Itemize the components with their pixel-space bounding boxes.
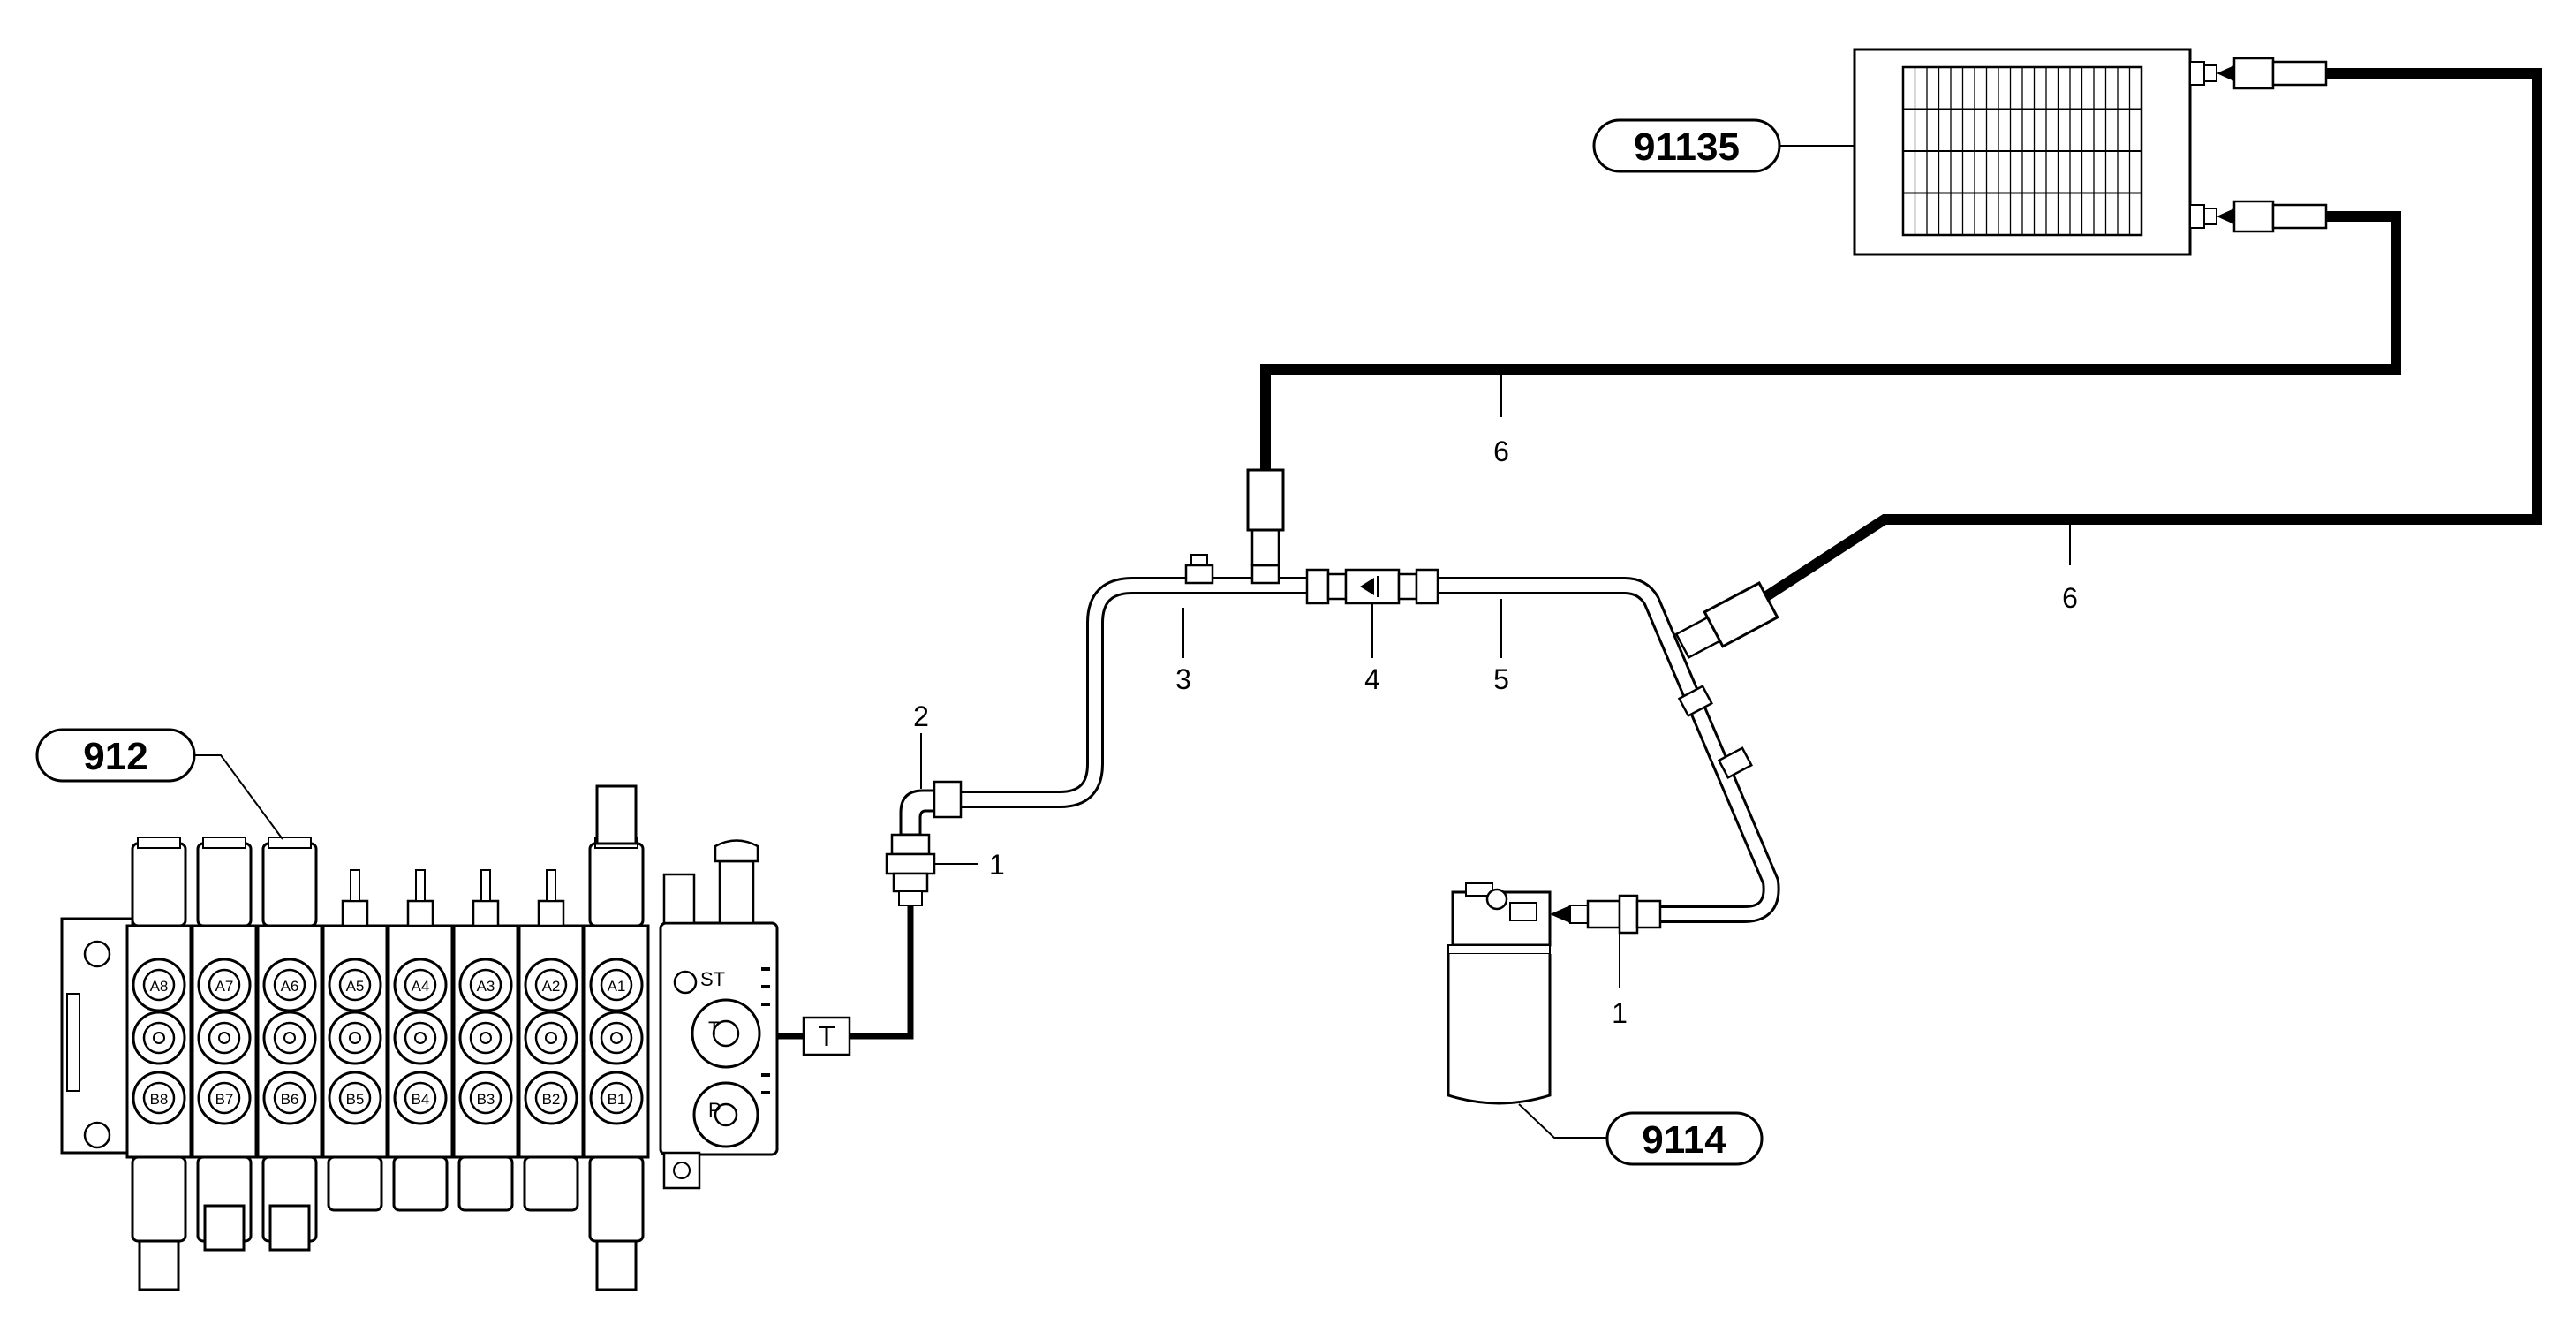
check-valve [1305, 568, 1439, 605]
port-a-label: A4 [412, 978, 430, 995]
callout-1-filter: 1 [1612, 997, 1628, 1029]
port-st-label: ST [700, 968, 725, 990]
port-a-label: A7 [215, 978, 234, 995]
steel-tube-3 [958, 577, 1329, 808]
callout-5: 5 [1493, 663, 1509, 695]
return-filter [1447, 882, 1662, 1105]
callout-2: 2 [913, 700, 929, 732]
port-p-label: P [708, 1099, 721, 1121]
callout-oil-cooler: 91135 [1592, 118, 1855, 173]
port-a-label: A6 [281, 978, 299, 995]
cooler-fitting-lower [2189, 200, 2328, 233]
tube-tee-fittings [1184, 468, 1285, 585]
port-b-label: B4 [412, 1091, 430, 1108]
port-a-label: A3 [477, 978, 495, 995]
oil-cooler [1853, 48, 2328, 256]
item-callouts: 3 4 5 6 6 2 1 1 [913, 373, 2078, 1029]
cooler-fitting-upper [2189, 57, 2328, 90]
port-b-label: B6 [281, 1091, 299, 1108]
elbow-fitting [885, 780, 963, 906]
port-a-label: A8 [150, 978, 169, 995]
callout-control-valve: 912 [35, 728, 283, 840]
return-filter-label: 9114 [1642, 1118, 1726, 1162]
port-t-label: T [708, 1018, 720, 1040]
oil-cooler-label: 91135 [1634, 125, 1740, 169]
callout-6-upper: 6 [1493, 435, 1509, 467]
port-a-label: A1 [608, 978, 626, 995]
port-b-label: B2 [542, 1091, 561, 1108]
callout-6-lower: 6 [2062, 582, 2078, 614]
callout-4: 4 [1364, 663, 1380, 695]
port-b-label: B1 [608, 1091, 626, 1108]
port-b-label: B5 [346, 1091, 365, 1108]
port-b-label: B7 [215, 1091, 234, 1108]
hose-6-lower [1749, 68, 2542, 610]
tube-right-fittings [1674, 581, 1779, 779]
callout-return-filter: 9114 [1518, 1103, 1764, 1166]
hose-6-upper [1260, 211, 2401, 470]
port-a-label: A5 [346, 978, 365, 995]
tank-line: T [733, 905, 914, 1056]
control-valve-label: 912 [83, 735, 147, 778]
callout-1-valve: 1 [989, 849, 1005, 881]
tank-box-label: T [818, 1020, 835, 1052]
port-b-label: B3 [477, 1091, 495, 1108]
valve-inlet-section: ST T P [659, 839, 779, 1190]
port-b-label: B8 [150, 1091, 169, 1108]
port-a-label: A2 [542, 978, 561, 995]
cooler-core [1901, 65, 2143, 237]
callout-3: 3 [1175, 663, 1191, 695]
steel-tube-5 [1435, 577, 1780, 923]
